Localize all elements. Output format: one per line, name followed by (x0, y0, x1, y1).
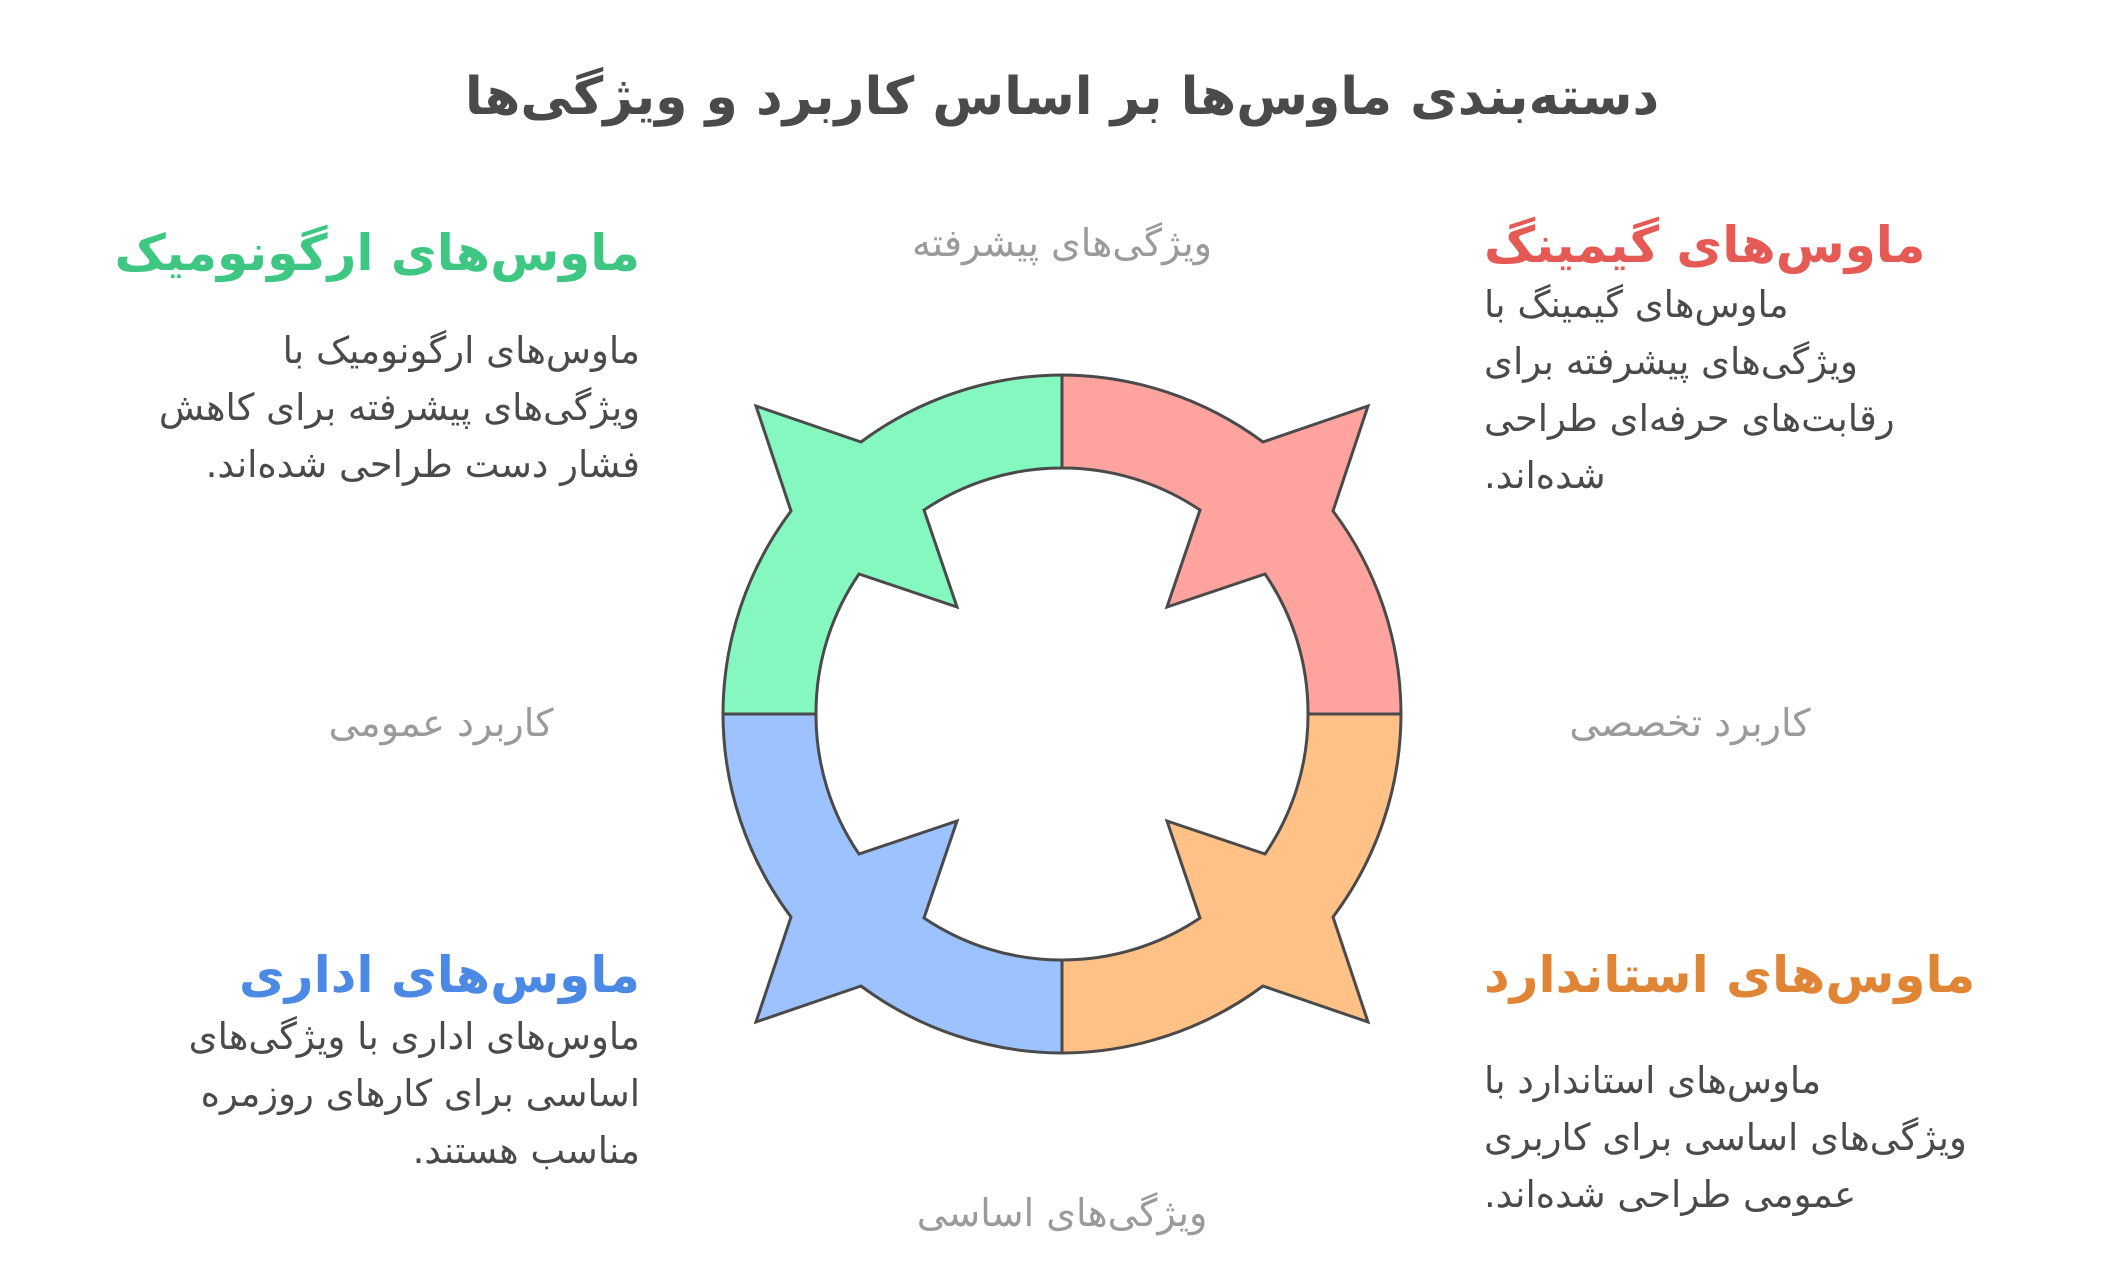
description-line: ویژگی‌های اساسی برای کاربری (1484, 1116, 1967, 1159)
description-line: ماوس‌های اداری با ویژگی‌های (188, 1015, 640, 1058)
quadrant-heading-gaming: ماوس‌های گیمینگ (1484, 216, 1926, 274)
description-line: ماوس‌های ارگونومیک با (282, 329, 640, 372)
segment-ergonomic (721, 373, 1064, 716)
description-line: عمومی طراحی شده‌اند. (1484, 1173, 1857, 1216)
segment-office (721, 712, 1064, 1055)
description-line: ویژگی‌های پیشرفته برای کاهش (158, 386, 640, 429)
page-title: دسته‌بندی ماوس‌ها بر اساس کاربرد و ویژگی… (464, 67, 1660, 127)
description-line: ماوس‌های گیمینگ با (1484, 283, 1789, 326)
quadrant-description-office: ماوس‌های اداری با ویژگی‌های اساسی برای ک… (40, 1008, 640, 1179)
description-line: شده‌اند. (1484, 454, 1606, 497)
axis-label-right: کاربرد تخصصی (1569, 701, 1811, 745)
quadrant-ergonomic: ماوس‌های ارگونومیک ماوس‌های ارگونومیک با… (40, 220, 640, 493)
axis-label-left: کاربرد عمومی (328, 701, 554, 745)
description-line: اساسی برای کارهای روزمره (200, 1072, 640, 1115)
quadrant-description-ergonomic: ماوس‌های ارگونومیک با ویژگی‌های پیشرفته … (40, 322, 640, 493)
quadrant-description-standard: ماوس‌های استاندارد با ویژگی‌های اساسی بر… (1484, 1052, 2084, 1223)
description-line: مناسب هستند. (412, 1129, 640, 1172)
description-line: ویژگی‌های پیشرفته برای (1484, 340, 1858, 383)
axis-label-bottom: ویژگی‌های اساسی (916, 1191, 1208, 1235)
description-line: فشار دست طراحی شده‌اند. (205, 443, 640, 486)
segment-standard (1060, 712, 1403, 1055)
quadrant-office: ماوس‌های اداری ماوس‌های اداری با ویژگی‌ه… (40, 942, 640, 1179)
description-line: رقابت‌های حرفه‌ای طراحی (1484, 397, 1895, 440)
quadrant-heading-office: ماوس‌های اداری (238, 946, 640, 1004)
axis-label-top: ویژگی‌های پیشرفته (911, 221, 1212, 265)
description-line: ماوس‌های استاندارد با (1484, 1059, 1822, 1102)
quadrant-heading-standard: ماوس‌های استاندارد (1484, 946, 1976, 1004)
quadrant-description-gaming: ماوس‌های گیمینگ با ویژگی‌های پیشرفته برا… (1484, 276, 2044, 504)
quadrant-standard: ماوس‌های استاندارد ماوس‌های استاندارد با… (1484, 942, 2084, 1223)
quadrant-heading-ergonomic: ماوس‌های ارگونومیک (114, 224, 640, 282)
segment-gaming (1060, 373, 1403, 716)
quadrant-gaming: ماوس‌های گیمینگ ماوس‌های گیمینگ با ویژگی… (1484, 212, 2044, 504)
